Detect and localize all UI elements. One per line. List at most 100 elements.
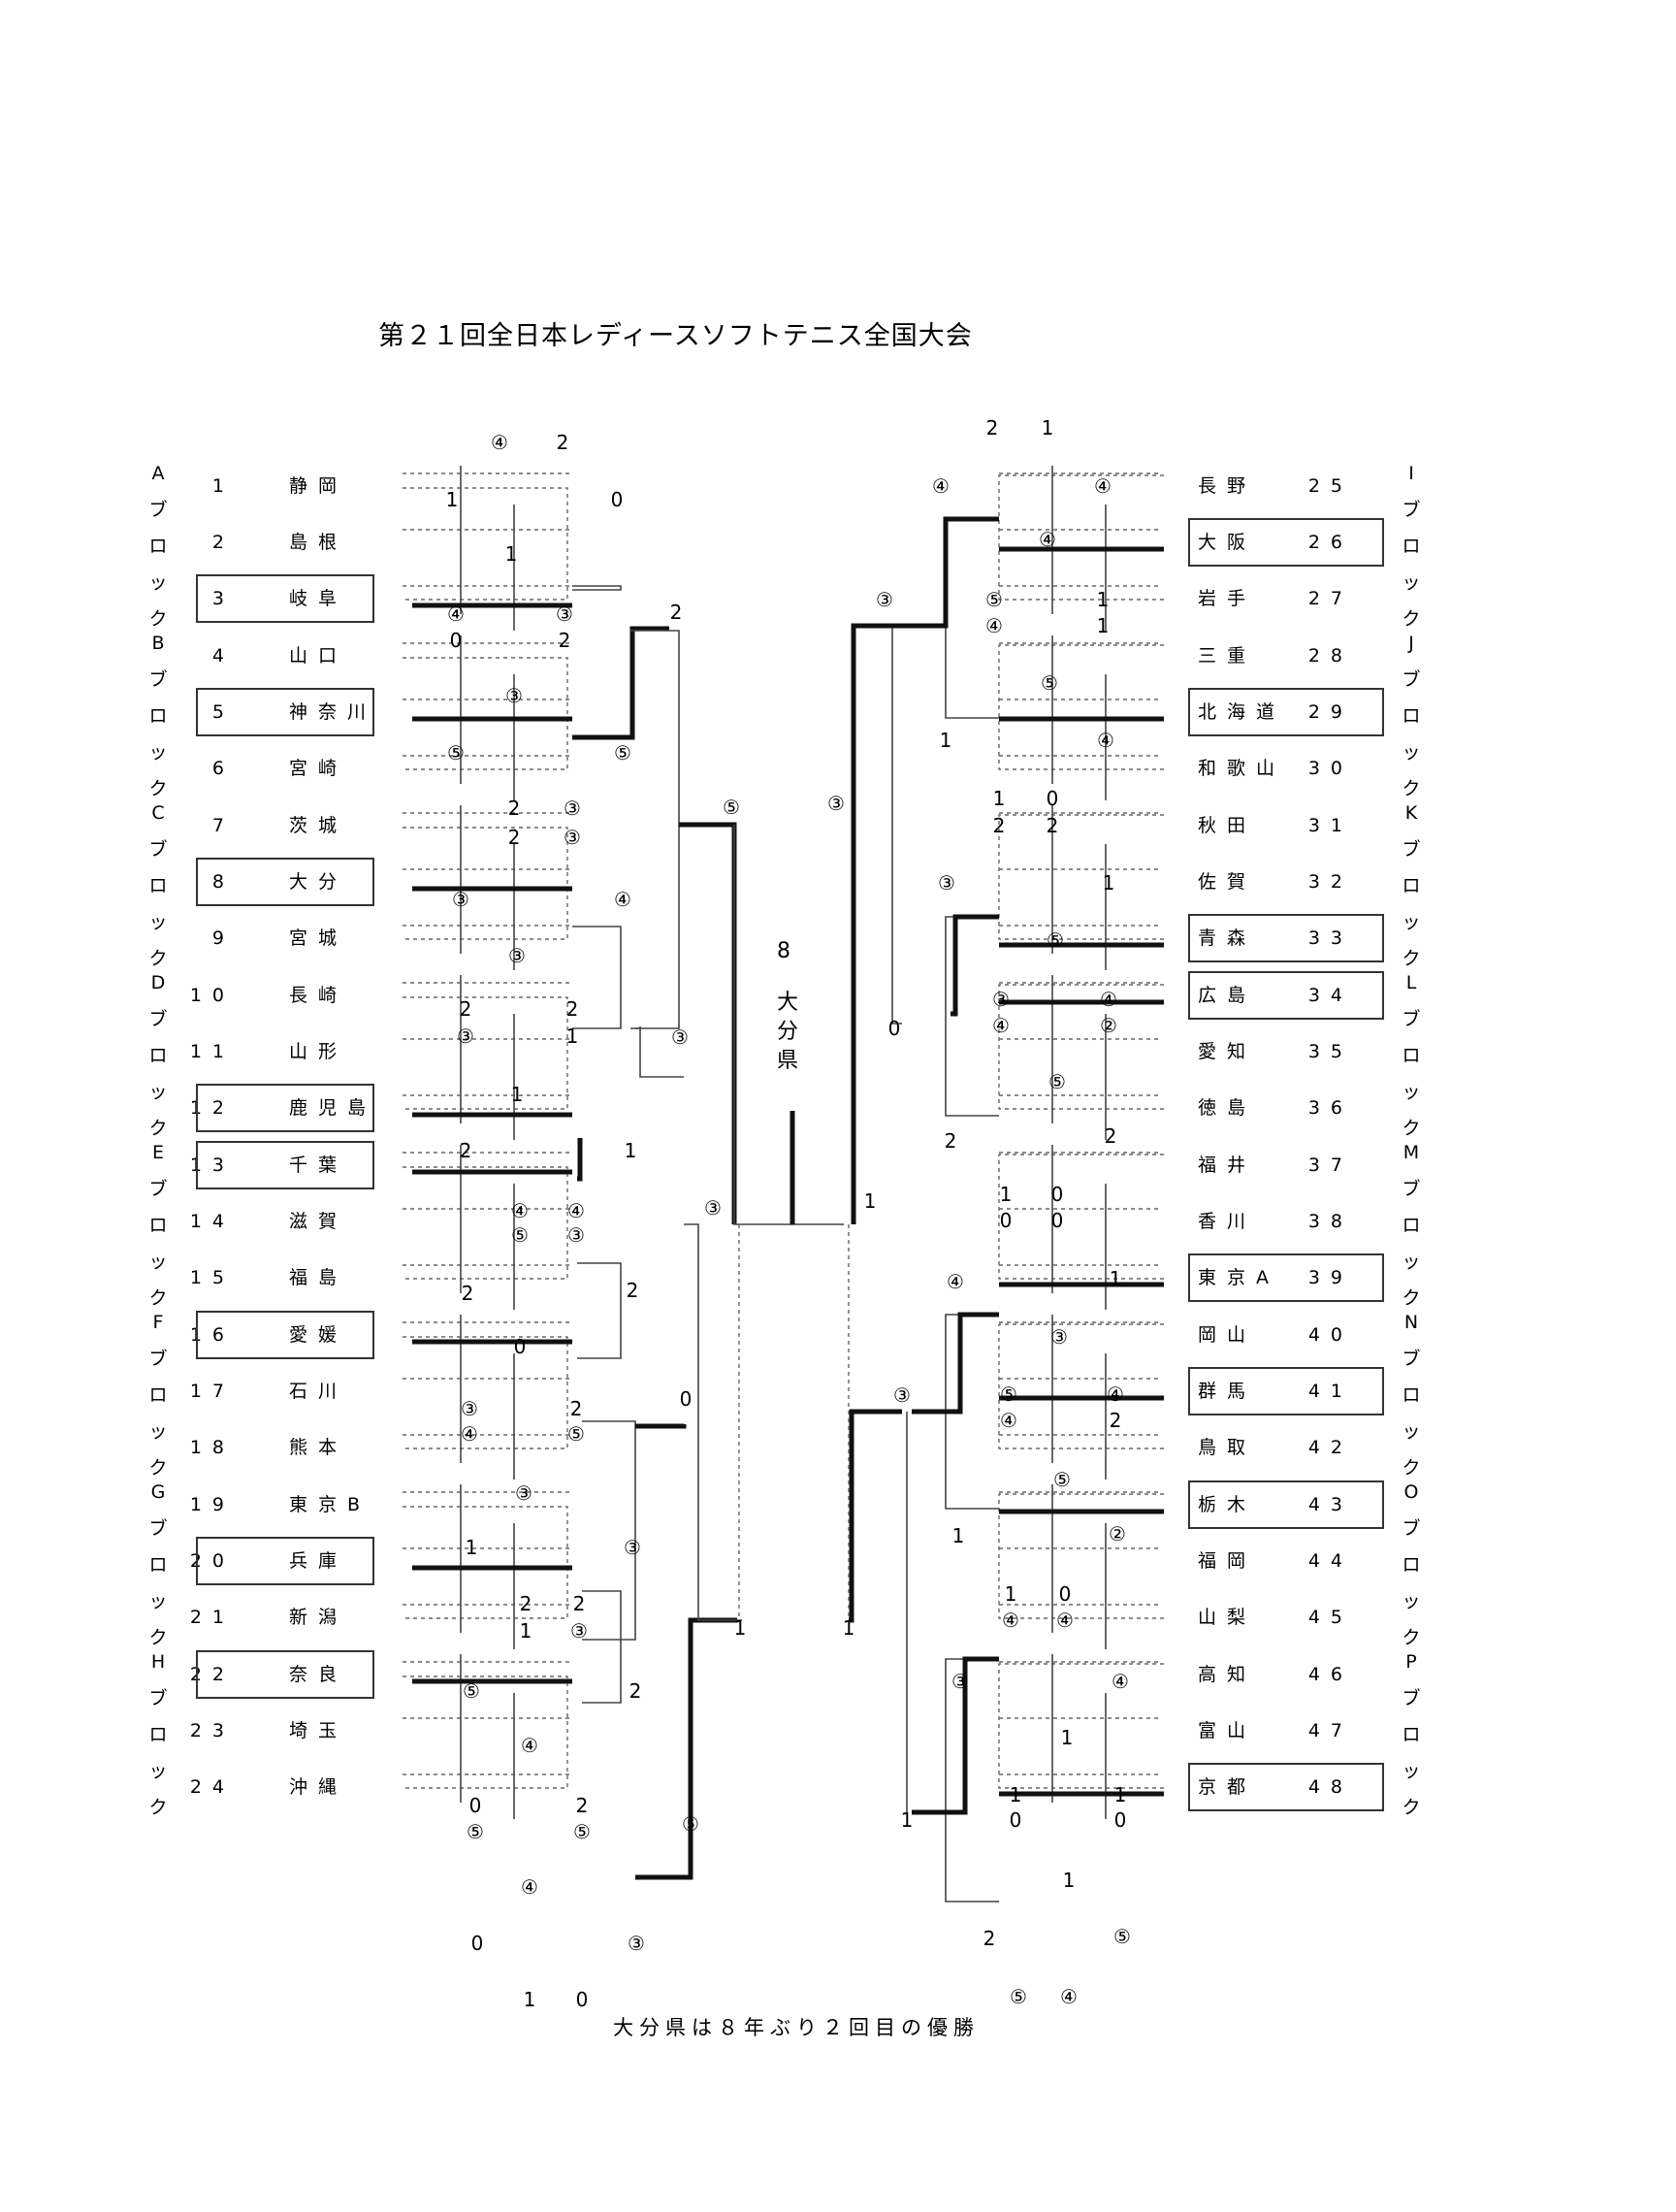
team-name: 長野 — [1198, 475, 1256, 497]
match-score: ⑤ — [1041, 671, 1058, 695]
match-score: 1 — [625, 1139, 637, 1162]
team-name: 茨城 — [289, 815, 347, 836]
match-score: ④ — [461, 1422, 478, 1446]
match-score: 1 — [952, 1524, 965, 1547]
match-score: 0 — [450, 629, 463, 652]
match-score: 1 — [1097, 614, 1110, 637]
winner-box — [1188, 1480, 1384, 1529]
match-score: 1 — [1000, 1183, 1013, 1206]
bracket-lines — [403, 466, 1164, 1903]
team-number: 29 — [1308, 701, 1353, 723]
match-score: 2 — [462, 1282, 474, 1305]
bracket-line — [572, 585, 622, 591]
team-number: 3 — [212, 588, 235, 609]
team-number: 32 — [1308, 871, 1353, 893]
team-number: 17 — [190, 1381, 235, 1402]
match-score: ③ — [951, 1670, 969, 1693]
team-number: 10 — [190, 985, 235, 1006]
match-score: 1 — [446, 488, 459, 511]
team-number: 16 — [190, 1324, 235, 1346]
team-name: 徳島 — [1198, 1097, 1256, 1119]
winner-box — [1188, 1253, 1384, 1302]
team-number: 48 — [1308, 1776, 1353, 1798]
bracket-line — [998, 1663, 1164, 1789]
team-number: 8 — [212, 871, 235, 893]
team-number: 13 — [190, 1155, 235, 1176]
match-score: 2 — [566, 997, 579, 1021]
match-score: ③ — [938, 871, 955, 895]
bracket-line — [998, 474, 1164, 601]
match-score: 2 — [508, 826, 521, 849]
match-score: ⑤ — [447, 741, 465, 764]
winner-box — [196, 1084, 374, 1132]
match-score: 0 — [576, 1988, 589, 2011]
match-score: 1 — [1097, 588, 1110, 611]
match-score: ③ — [570, 1619, 588, 1643]
winner-box — [196, 1141, 374, 1189]
team-entry: 北海道 29 — [1188, 688, 1384, 736]
team-name: 香川 — [1198, 1211, 1256, 1232]
team-name: 北海道 — [1198, 701, 1285, 723]
team-name: 鹿児島 — [289, 1097, 376, 1119]
team-name: 埼玉 — [289, 1720, 347, 1741]
team-number: 34 — [1308, 985, 1353, 1006]
bracket-line — [582, 1420, 636, 1641]
team-name: 三重 — [1198, 645, 1256, 667]
team-name: 山梨 — [1198, 1607, 1256, 1628]
winner-box — [196, 1537, 374, 1585]
bracket-line — [998, 814, 1164, 940]
match-score: 2 — [627, 1279, 639, 1302]
match-score: ③ — [461, 1397, 478, 1420]
team-number: 38 — [1308, 1211, 1353, 1232]
match-score: ③ — [992, 988, 1010, 1011]
team-number: 7 — [212, 815, 235, 836]
team-name: 神奈川 — [289, 701, 376, 723]
match-score: 1 — [843, 1616, 855, 1640]
team-name: 愛知 — [1198, 1041, 1256, 1062]
team-name: 山形 — [289, 1041, 347, 1062]
match-score: 2 — [945, 1129, 957, 1153]
match-score: ④ — [491, 431, 508, 454]
footnote: 大分県は８年ぶり２回目の優勝 — [613, 2016, 980, 2039]
winner-box — [196, 688, 374, 736]
team-name: 福島 — [289, 1267, 347, 1288]
match-score: ⑤ — [463, 1679, 480, 1703]
match-score: 0 — [1051, 1209, 1064, 1232]
team-name: 静岡 — [289, 475, 347, 497]
bracket-line — [951, 914, 999, 1017]
bracket-line — [891, 626, 902, 1025]
match-score: 1 — [1114, 1783, 1127, 1806]
team-name: 岡山 — [1198, 1324, 1256, 1346]
bracket-line — [851, 623, 894, 1224]
match-score: ⑤ — [567, 1422, 585, 1446]
bracket-line — [403, 827, 568, 940]
match-score: 1 — [1063, 1869, 1076, 1892]
champion-name: 大分県 — [777, 991, 798, 1073]
match-score: 1 — [1042, 416, 1054, 439]
team-name: 栃木 — [1198, 1494, 1256, 1515]
match-score: ⑤ — [985, 588, 1003, 611]
